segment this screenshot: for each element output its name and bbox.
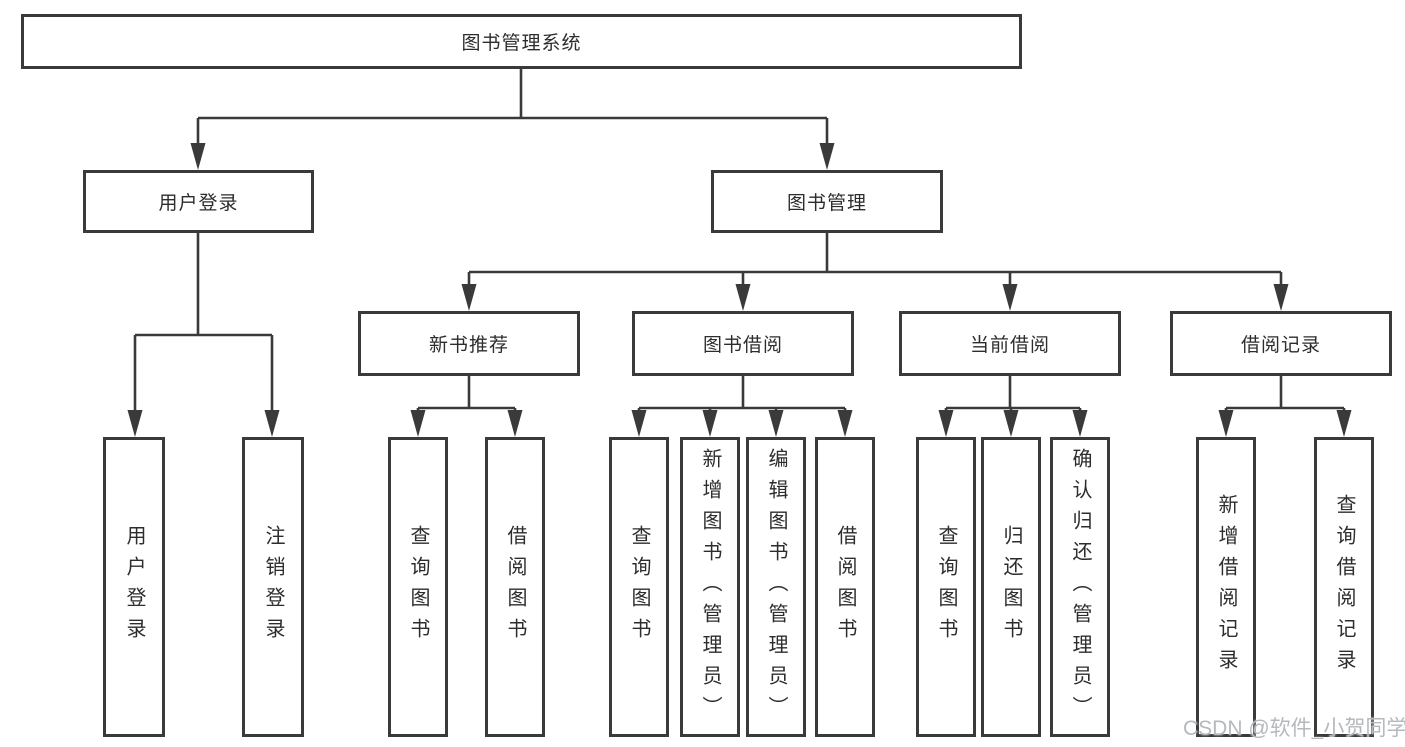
node-leaf-user-login: 用户登录 xyxy=(103,437,165,737)
node-user-login-branch: 用户登录 xyxy=(83,170,314,233)
node-label: 图书管理系统 xyxy=(461,33,582,54)
node-leaf-query-borrow-record: 查询借阅记录 xyxy=(1314,437,1374,737)
node-label: 新书推荐 xyxy=(428,335,509,356)
node-label: 新增图书（管理员） xyxy=(699,447,721,727)
node-leaf-borrow-books-1: 借阅图书 xyxy=(485,437,545,737)
arrowhead-icons xyxy=(127,143,1352,437)
node-book-management-branch: 图书管理 xyxy=(711,170,943,233)
node-leaf-borrow-books-2: 借阅图书 xyxy=(815,437,875,737)
node-leaf-query-books-1: 查询图书 xyxy=(388,437,448,737)
node-label: 查询借阅记录 xyxy=(1333,494,1355,680)
node-current-borrow: 当前借阅 xyxy=(899,311,1121,376)
node-leaf-add-books-admin: 新增图书（管理员） xyxy=(680,437,740,737)
node-label: 查询图书 xyxy=(407,525,429,649)
node-leaf-logout: 注销登录 xyxy=(242,437,304,737)
node-label: 图书借阅 xyxy=(702,335,783,356)
node-label: 确认归还（管理员） xyxy=(1069,447,1091,727)
node-book-borrow: 图书借阅 xyxy=(632,311,854,376)
node-leaf-add-borrow-record: 新增借阅记录 xyxy=(1196,437,1256,737)
node-leaf-return-books: 归还图书 xyxy=(981,437,1041,737)
csdn-watermark: CSDN @软件_小贺同学 xyxy=(1183,717,1405,740)
node-root-library-system: 图书管理系统 xyxy=(21,14,1022,69)
node-label: 当前借阅 xyxy=(969,335,1050,356)
node-borrow-records: 借阅记录 xyxy=(1170,311,1392,376)
node-label: 借阅记录 xyxy=(1240,335,1321,356)
node-label: 用户登录 xyxy=(158,193,239,214)
node-label: 用户登录 xyxy=(123,525,145,649)
node-label: 新增借阅记录 xyxy=(1215,494,1237,680)
node-label: 编辑图书（管理员） xyxy=(765,447,787,727)
node-label: 归还图书 xyxy=(1000,525,1022,649)
node-leaf-edit-books-admin: 编辑图书（管理员） xyxy=(746,437,806,737)
node-label: 图书管理 xyxy=(786,193,867,214)
node-leaf-query-books-2: 查询图书 xyxy=(609,437,669,737)
node-leaf-confirm-return-admin: 确认归还（管理员） xyxy=(1050,437,1110,737)
node-leaf-query-books-3: 查询图书 xyxy=(916,437,976,737)
node-label: 注销登录 xyxy=(262,525,284,649)
node-label: 查询图书 xyxy=(628,525,650,649)
node-label: 借阅图书 xyxy=(834,525,856,649)
node-label: 查询图书 xyxy=(935,525,957,649)
node-label: 借阅图书 xyxy=(504,525,526,649)
node-new-book-recommend: 新书推荐 xyxy=(358,311,580,376)
